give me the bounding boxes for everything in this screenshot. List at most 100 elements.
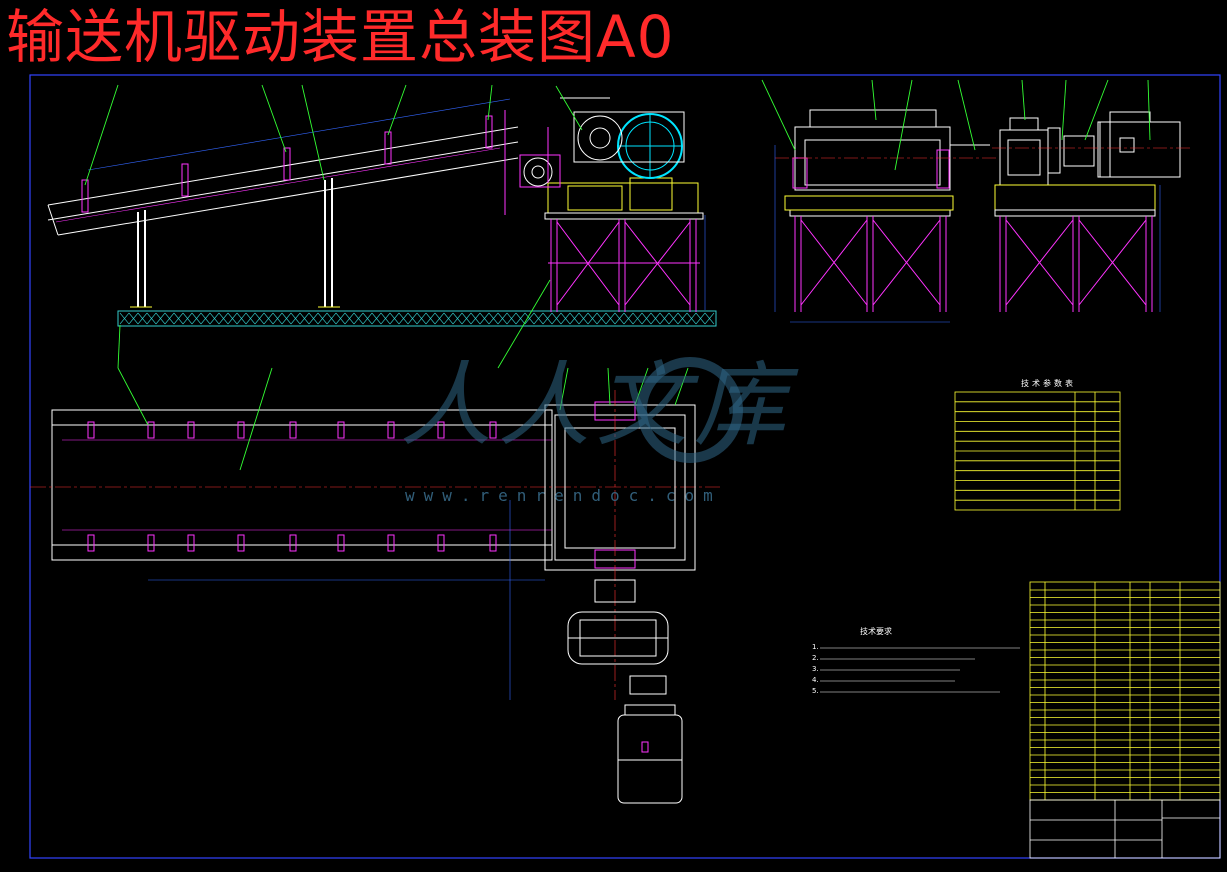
idler-mark: [187, 534, 195, 552]
drawing-line: [569, 312, 580, 325]
drawing-title: 输送机驱动装置总装图A0: [6, 3, 675, 71]
watermark-url: www.renrendoc.com: [405, 486, 722, 505]
drawing-line: [686, 312, 697, 325]
idler-mark: [489, 534, 497, 552]
drawing-line: [524, 312, 535, 325]
param-table-heading: 技术参数表: [1021, 379, 1076, 388]
idler-mark: [387, 534, 395, 552]
drawing-line: [605, 312, 616, 325]
drawing-line: [623, 312, 634, 325]
drawing-line: [263, 312, 274, 325]
tech-note-2: 2.: [812, 654, 819, 662]
drawing-line: [596, 312, 607, 325]
idler-mark: [437, 421, 445, 439]
drawing-line: [425, 312, 436, 325]
idler-mark: [147, 534, 155, 552]
idler-mark: [289, 421, 297, 439]
drawing-line: [245, 312, 256, 325]
drawing-line: [470, 312, 481, 325]
drawing-line: [380, 312, 391, 325]
drawing-line: [659, 312, 670, 325]
drawing-line: [497, 312, 508, 325]
tech-note-3: 3.: [812, 665, 819, 673]
drawing-line: [236, 312, 247, 325]
drawing-line: [227, 312, 238, 325]
idler-mark: [387, 421, 395, 439]
drawing-line: [281, 312, 292, 325]
watermark-chinese: 人人文库: [400, 352, 793, 459]
tech-notes-lines: [820, 647, 1020, 693]
drawing-line: [209, 312, 220, 325]
idler-mark: [289, 534, 297, 552]
tech-notes-heading: 技术要求: [860, 627, 892, 636]
drawing-line: [398, 312, 409, 325]
drawing-line: [308, 312, 319, 325]
drawing-border: [29, 74, 1221, 859]
drawing-line: [326, 312, 337, 325]
drawing-line: [695, 312, 706, 325]
drawing-line: [533, 312, 544, 325]
idler-mark: [147, 421, 155, 439]
drawing-line: [578, 312, 589, 325]
drive-train-plan: [567, 579, 683, 804]
idler-mark: [437, 534, 445, 552]
conveyor-plan-view: [30, 390, 720, 700]
drawing-line: [506, 312, 517, 325]
drawing-line: [371, 312, 382, 325]
drawing-line: [461, 312, 472, 325]
drawing-line: [191, 312, 202, 325]
tech-note-4: 4.: [812, 676, 819, 684]
drawing-line: [317, 312, 328, 325]
drawing-line: [335, 312, 346, 325]
drawing-line: [407, 312, 418, 325]
drawing-line: [254, 312, 265, 325]
drawing-line: [389, 312, 400, 325]
idler-mark: [87, 534, 95, 552]
drawing-line: [344, 312, 355, 325]
watermark-ring: [637, 357, 743, 463]
drawing-line: [272, 312, 283, 325]
drawing-line: [146, 312, 157, 325]
drawing-line: [515, 312, 526, 325]
drawing-line: [632, 312, 643, 325]
drawing-line: [587, 312, 598, 325]
conveyor-elevation-view: [47, 98, 519, 308]
drawing-line: [362, 312, 373, 325]
drawing-line: [164, 312, 175, 325]
drawing-line: [128, 312, 139, 325]
drawing-line: [668, 312, 679, 325]
drawing-line: [416, 312, 427, 325]
tech-note-5: 5.: [812, 687, 819, 695]
drawing-line: [704, 312, 715, 325]
leader-lines: [84, 79, 1151, 471]
drawing-line: [290, 312, 301, 325]
head-drive-elevation: [504, 97, 706, 312]
drawing-line: [479, 312, 490, 325]
drawing-line: [155, 312, 166, 325]
drawing-line: [560, 312, 571, 325]
drawing-line: [641, 312, 652, 325]
drawing-line: [677, 312, 688, 325]
idler-mark: [237, 534, 245, 552]
idler-mark: [237, 421, 245, 439]
drawing-line: [452, 312, 463, 325]
tech-note-1: 1.: [812, 643, 819, 651]
drawing-line: [137, 312, 148, 325]
idler-mark: [87, 421, 95, 439]
drawing-line: [299, 312, 310, 325]
drawing-line: [200, 312, 211, 325]
motor-reducer-end-view: [992, 111, 1190, 312]
technical-parameter-table: [954, 391, 1121, 511]
idler-mark: [337, 421, 345, 439]
drawing-line: [218, 312, 229, 325]
drawing-line: [353, 312, 364, 325]
idler-mark: [187, 421, 195, 439]
parts-list-table: [1029, 581, 1221, 859]
idler-mark: [337, 534, 345, 552]
drawing-line: [173, 312, 184, 325]
drawing-line: [434, 312, 445, 325]
drawing-line: [542, 312, 553, 325]
foundation-strip: [117, 310, 717, 327]
